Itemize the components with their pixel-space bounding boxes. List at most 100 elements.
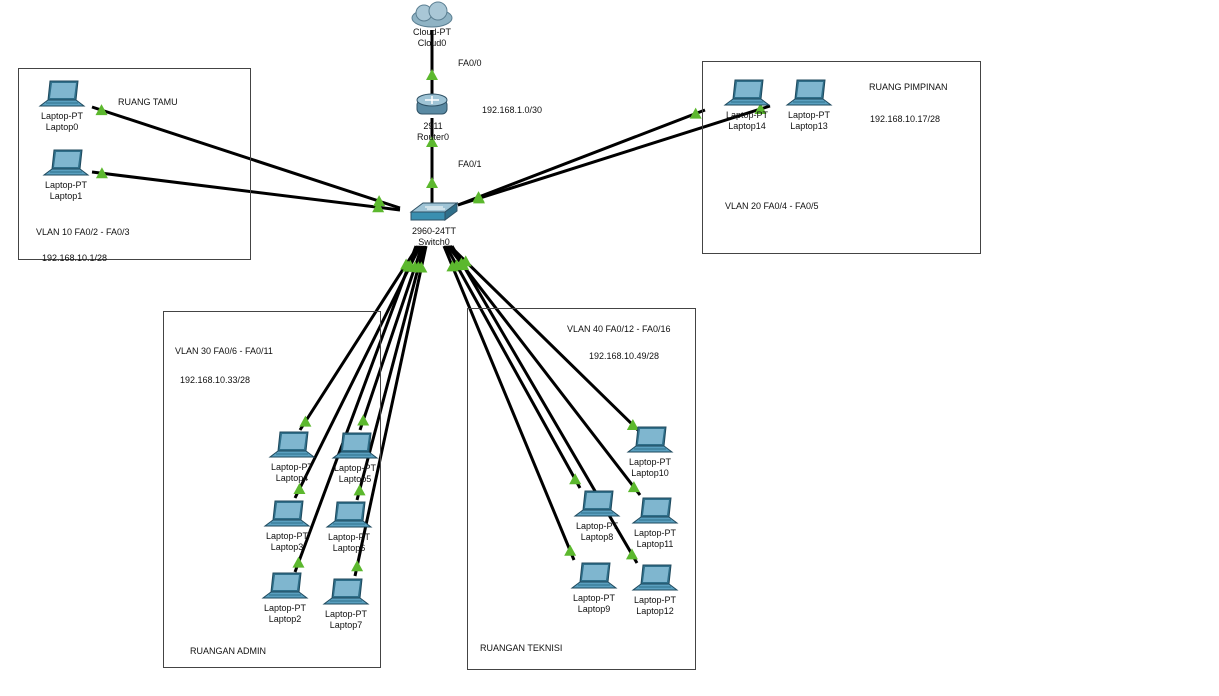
router-icon [416,93,448,115]
switch-type: 2960-24TT [411,226,457,236]
link-status-up [457,259,470,271]
link-status-up [754,103,767,115]
link-status-up [446,260,459,272]
laptop-icon [38,80,86,107]
area-ruang-pimpinan [702,61,981,254]
link-status-up [626,419,639,431]
link-laptop [293,245,418,573]
laptop-type: Laptop-PT [324,609,368,619]
area-ruangan-teknisi [467,308,696,670]
laptop-name: Laptop6 [332,543,366,553]
link-status-up [426,136,438,147]
laptop-name: Laptop0 [45,122,79,132]
cloud-name: Cloud0 [417,38,447,48]
link-status-up [95,104,108,116]
laptop-type: Laptop-PT [787,110,831,120]
link-label-fa00: FA0/0 [458,58,482,68]
link-status-up [402,260,415,272]
link-status-up [625,548,638,560]
subnet-label: 192.168.10.49/28 [589,351,660,361]
laptop-icon [785,79,833,106]
laptop-type: Laptop-PT [327,532,371,542]
laptop-name: Laptop10 [631,468,669,478]
laptop-icon [325,501,373,528]
laptop-icon [322,578,370,605]
laptop-name: Laptop7 [329,620,363,630]
link-status-up [293,483,306,495]
link-laptop [448,244,642,434]
laptop-type: Laptop-PT [633,595,677,605]
link-status-up [569,473,582,485]
vlan-label: VLAN 10 FA0/2 - FA0/3 [36,227,130,237]
laptop-name: Laptop5 [338,474,372,484]
laptop-name: Laptop1 [49,191,83,201]
link-laptop [444,245,582,489]
laptop-icon [261,572,309,599]
laptop-name: Laptop4 [275,473,309,483]
link-status-up [426,177,438,188]
cloud-icon [411,1,453,28]
laptop-icon [331,432,379,459]
vlan-label: VLAN 20 FA0/4 - FA0/5 [725,201,819,211]
laptop-type: Laptop-PT [628,457,672,467]
laptop-icon [631,497,679,524]
link-status-up [299,415,312,427]
link-status-up [292,556,305,568]
link-status-up [472,192,485,204]
laptop-icon [573,490,621,517]
subnet-label: 192.168.10.17/28 [870,114,941,124]
area-title: RUANG PIMPINAN [869,82,948,92]
area-title: RUANGAN TEKNISI [480,643,563,653]
link-laptop [442,245,576,561]
link-status-up [372,201,385,213]
laptop-icon [268,431,316,458]
link-status-up [415,261,428,273]
laptop-type: Laptop-PT [633,528,677,538]
router-type: 2911 [423,121,443,131]
laptop-icon [626,426,674,453]
laptop-icon [570,562,618,589]
link-laptop [91,170,401,212]
subnet-label: 192.168.10.1/28 [42,253,108,263]
laptop-icon [723,79,771,106]
link-laptop [298,245,420,431]
laptop-type: Laptop-PT [270,462,314,472]
subnet-label: 192.168.10.33/28 [180,375,251,385]
laptop-icon [263,500,311,527]
link-label-fa01: FA0/1 [458,159,482,169]
switch-label: 2960-24TT Switch0 [412,226,456,248]
link-status-up [426,69,438,80]
laptop-name: Laptop11 [636,539,674,549]
area-title: RUANG TAMU [118,97,178,107]
laptop-name: Laptop2 [268,614,302,624]
link-laptop [457,104,771,207]
area-ruangan-admin [163,311,381,668]
vlan-label: VLAN 40 FA0/12 - FA0/16 [567,324,671,334]
laptop-name: Laptop12 [636,606,674,616]
laptop-name: Laptop3 [270,542,304,552]
router-label: 2911 Router0 [417,121,449,143]
laptop-icon [42,149,90,176]
link-laptop [358,245,424,431]
laptop-type: Laptop-PT [40,111,84,121]
laptop-type: Laptop-PT [263,603,307,613]
laptop-type: Laptop-PT [44,180,88,190]
router-name: Router0 [416,132,450,142]
link-status-up [353,484,366,496]
link-status-up [351,560,364,572]
laptop-type: Laptop-PT [725,110,769,120]
laptop-type: Laptop-PT [265,531,309,541]
laptop-type: Laptop-PT [572,593,616,603]
laptop-type: Laptop-PT [575,521,619,531]
